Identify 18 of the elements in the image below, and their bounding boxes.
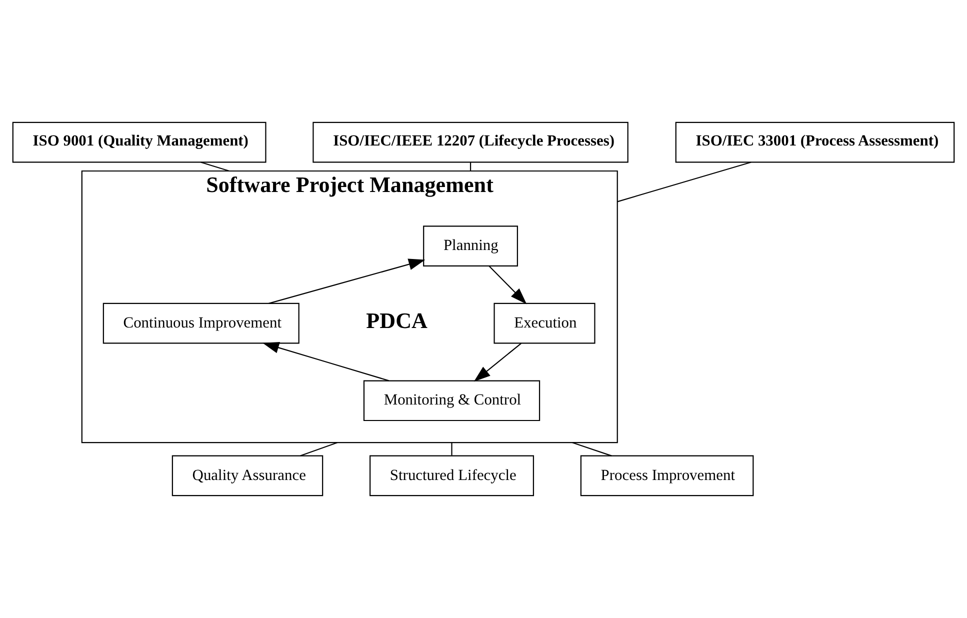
arrow xyxy=(268,258,426,304)
node-box: Execution xyxy=(494,302,596,344)
connector xyxy=(451,442,452,456)
node-box: ISO/IEC 33001 (Process Assessment) xyxy=(675,122,955,163)
connector xyxy=(617,162,752,202)
label: PDCA xyxy=(366,308,428,333)
node-box: Structured Lifecycle xyxy=(370,455,534,496)
node-box: Quality Assurance xyxy=(172,455,324,496)
node-box: Continuous Improvement xyxy=(102,302,300,344)
node-box: Monitoring & Control xyxy=(363,380,540,422)
node-box: ISO 9001 (Quality Management) xyxy=(12,122,266,163)
connector xyxy=(200,162,230,172)
arrow xyxy=(474,342,522,382)
arrow xyxy=(488,266,527,304)
node-box: ISO/IEC/IEEE 12207 (Lifecycle Processes) xyxy=(312,122,628,163)
node-box: Process Improvement xyxy=(580,455,754,496)
arrow xyxy=(262,342,389,382)
node-box: Planning xyxy=(423,226,518,266)
